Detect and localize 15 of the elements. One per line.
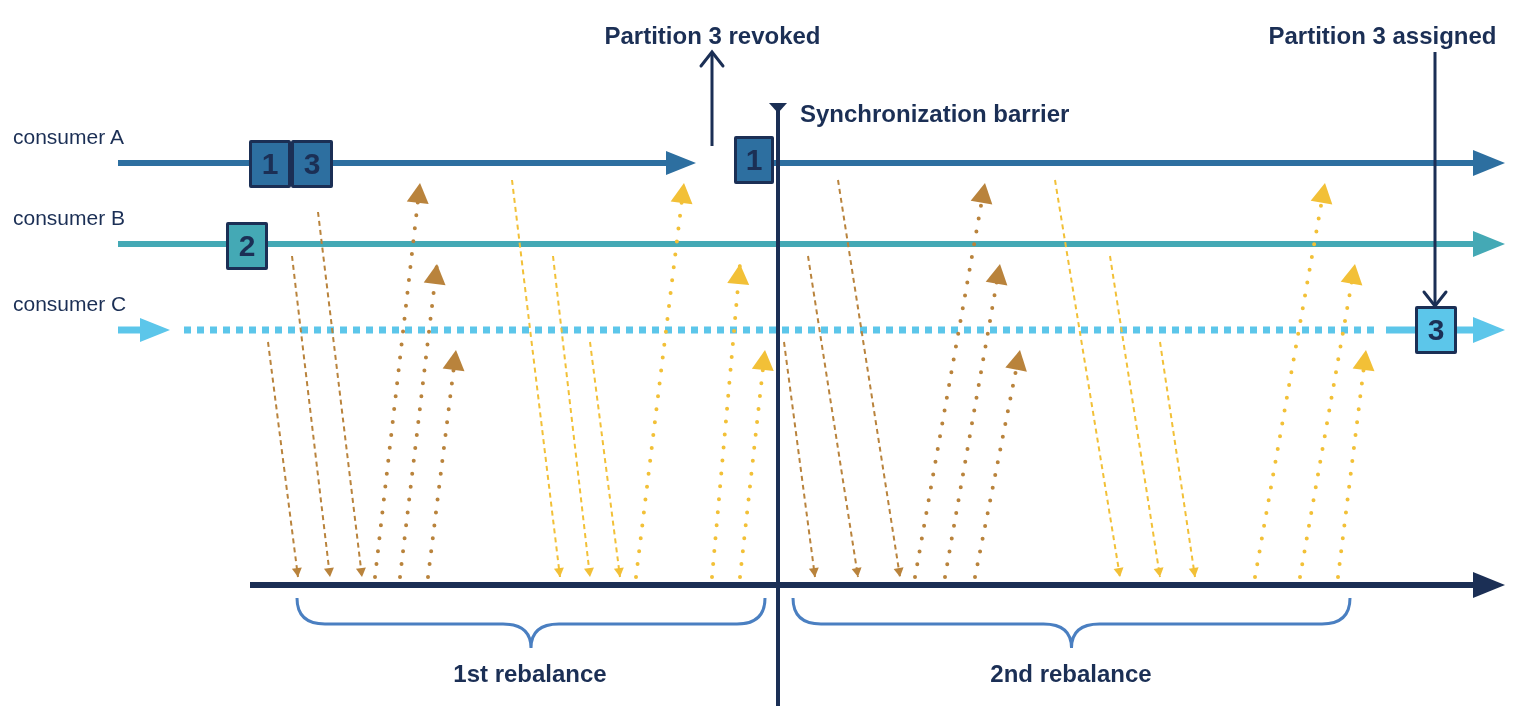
arrow [699, 50, 725, 146]
partition-block: 2 [226, 222, 268, 270]
partition-block: 1 [734, 136, 774, 184]
arrow [1422, 52, 1448, 308]
barrier-label: Synchronization barrier [800, 100, 1070, 128]
event-heading: Partition 3 assigned [1250, 22, 1515, 50]
timeline-label: consumer B [13, 206, 126, 230]
event-heading: Partition 3 revoked [590, 22, 835, 50]
partition-block: 3 [291, 140, 333, 188]
timeline-label: consumer A [13, 125, 124, 149]
timeline-label: consumer C [13, 292, 127, 316]
phase-label: 2nd rebalance [990, 660, 1152, 687]
partition-block: 1 [249, 140, 291, 188]
phase-label: 1st rebalance [453, 660, 607, 687]
partition-block: 3 [1415, 306, 1457, 354]
